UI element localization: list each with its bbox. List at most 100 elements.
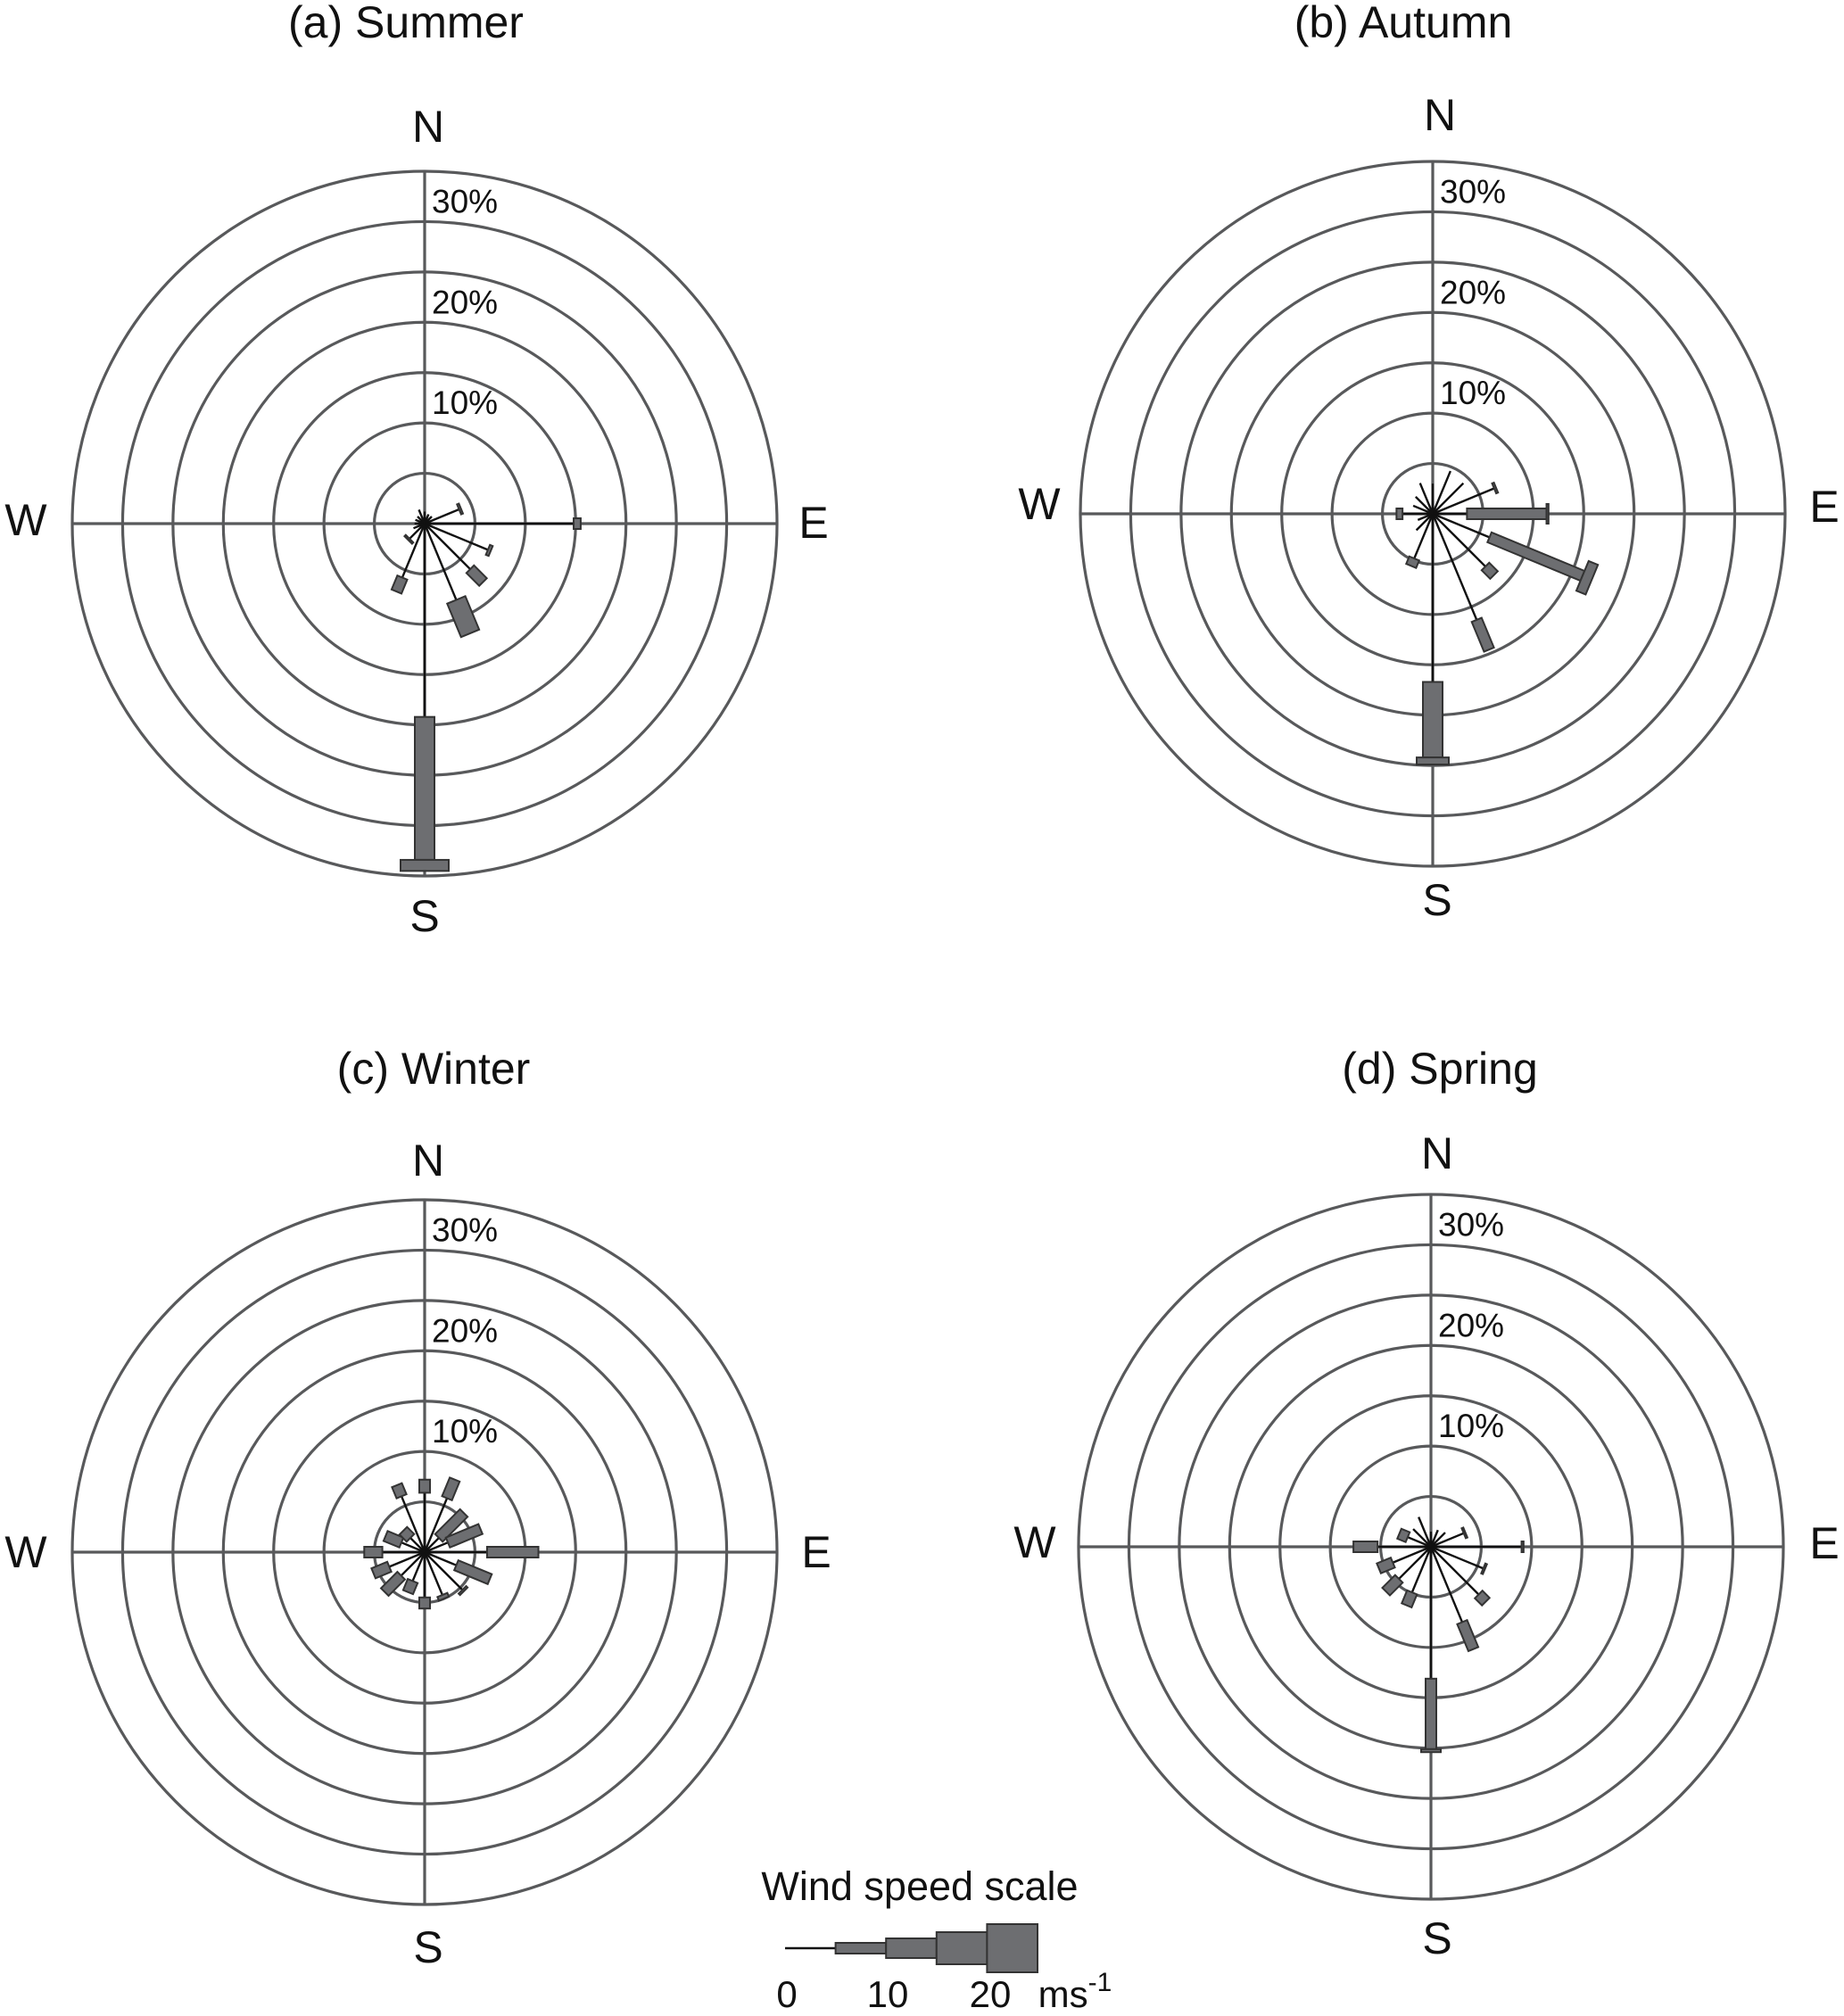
compass-label-w: W (4, 495, 47, 545)
wind-bar-segment (1400, 1589, 1418, 1609)
direction-NNE (1429, 1529, 1439, 1548)
wind-bar-segment (401, 1541, 426, 1554)
compass-label-e: E (1809, 482, 1839, 532)
wind-bar-segment (457, 1584, 469, 1597)
wind-bar-segment (1466, 508, 1548, 520)
legend-class-1 (834, 1942, 888, 1954)
wind-bar-segment (1432, 512, 1491, 539)
wind-bar-segment (436, 1591, 451, 1602)
ring-label: 20% (432, 1312, 498, 1349)
wind-bar-segment (401, 523, 426, 578)
direction-WNW (382, 1530, 426, 1554)
direction-S (1420, 1547, 1442, 1754)
panel-title: (c) Winter (337, 1044, 531, 1094)
legend-tick: 20 (970, 1973, 1012, 2015)
wind-bar-segment (1460, 1526, 1469, 1540)
compass-label-n: N (1424, 90, 1456, 140)
direction-NNE (1431, 470, 1451, 515)
wind-bar-segment (444, 1523, 484, 1549)
wind-bar-segment (1485, 531, 1586, 582)
wind-bar-segment (1395, 1527, 1411, 1544)
wind-bar-segment (441, 1476, 461, 1502)
compass-label-w: W (1018, 479, 1061, 529)
wind-bar-segment (1420, 1747, 1442, 1754)
direction-NNW (418, 508, 426, 525)
wind-bar-segment (388, 1550, 426, 1568)
wind-bar-segment (1545, 503, 1550, 525)
direction-SW (1381, 1546, 1432, 1597)
wind-bar-segment (418, 1478, 431, 1494)
direction-N (418, 1478, 431, 1552)
direction-NE (1430, 1532, 1446, 1548)
wind-bar-segment (1416, 756, 1450, 766)
wind-bar-segment (400, 1551, 426, 1577)
direction-W (1395, 508, 1433, 520)
wind-bar-segment (423, 1551, 443, 1596)
direction-NW (1414, 495, 1434, 515)
legend-class-2 (885, 1938, 938, 1959)
direction-S (1416, 514, 1450, 766)
wind-bar-segment (1404, 555, 1421, 569)
direction-SSE (423, 523, 481, 639)
direction-S (418, 1552, 431, 1610)
wind-bar-segment (1470, 616, 1495, 653)
direction-E (425, 1546, 540, 1558)
ring-label: 20% (432, 284, 498, 320)
direction-WNW (1412, 504, 1434, 516)
wind-bar-segment (424, 522, 489, 551)
direction-ESE (1432, 512, 1600, 596)
wind-bar-segment (424, 1541, 449, 1554)
panel-title: (a) Summer (288, 0, 524, 47)
wind-bar-segment (485, 1546, 540, 1558)
panel-title: (d) Spring (1342, 1044, 1538, 1094)
wind-bar-segment (573, 517, 582, 530)
wind-bar-segment (1432, 487, 1495, 516)
wind-bar-segment (1412, 504, 1434, 516)
wind-bar-segment (1418, 483, 1435, 515)
direction-SSE (423, 1551, 451, 1602)
compass-label-e: E (1809, 1518, 1839, 1568)
wind-bar-segment (1431, 513, 1478, 621)
wind-bar-segment (1422, 681, 1443, 759)
wind-bar-segment (424, 1551, 464, 1591)
wind-bar-segment (1381, 1574, 1404, 1597)
direction-SSE (1431, 513, 1495, 653)
wind-bar-segment (1431, 470, 1451, 515)
direction-ENE (1432, 481, 1500, 516)
wind-speed-legend: Wind speed scale 0 10 20 ms-1 (761, 1863, 1112, 2015)
wind-bar-segment (1429, 1546, 1464, 1623)
legend-unit-base: ms (1038, 1973, 1088, 2015)
direction-NE (424, 1508, 469, 1553)
compass-label-w: W (4, 1527, 47, 1577)
wind-bar-segment (1430, 1545, 1484, 1570)
wind-bar-segment (1430, 1546, 1480, 1596)
wind-bar-segment (411, 1551, 426, 1582)
direction-NNW (1418, 483, 1435, 515)
wind-bar-segment (1395, 508, 1404, 520)
legend-tick: 10 (867, 1973, 909, 2015)
legend-unit: ms-1 (1038, 1968, 1112, 2015)
wind-bar-segment (1352, 1541, 1379, 1553)
ring-label: 10% (1440, 375, 1506, 411)
wind-bar-segment (1432, 513, 1486, 567)
legend-unit-exponent: -1 (1088, 1968, 1112, 1997)
panel-title: (b) Autumn (1294, 0, 1513, 47)
ring-label: 30% (432, 183, 498, 219)
direction-SE (424, 523, 489, 588)
direction-SSW (401, 1551, 426, 1596)
direction-WSW (1376, 1545, 1432, 1575)
direction-WSW (370, 1550, 426, 1580)
ring-label: 20% (1440, 274, 1506, 310)
legend-tick: 0 (776, 1973, 797, 2015)
wind-bar-segment (1480, 561, 1500, 581)
direction-NNW (391, 1482, 426, 1553)
legend-title: Wind speed scale (761, 1863, 1078, 1909)
wind-bar-segment (1407, 1536, 1432, 1549)
wind-bar-segment (363, 1546, 384, 1558)
wind-bar-segment (370, 1560, 393, 1580)
direction-NE (1432, 482, 1465, 515)
wind-bar-segment (418, 508, 426, 525)
ring-label: 10% (432, 1413, 498, 1450)
